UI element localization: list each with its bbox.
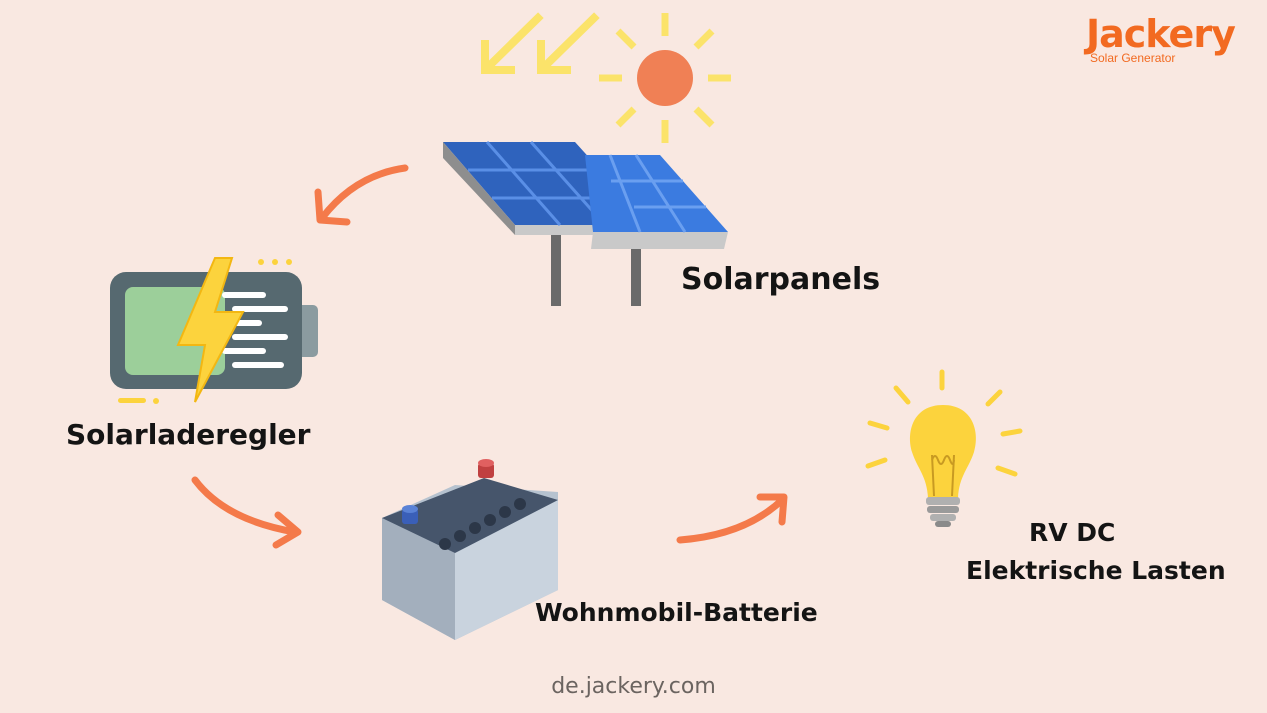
- node-label-charge-controller: Solarladeregler: [66, 418, 311, 451]
- footer-url: de.jackery.com: [551, 674, 716, 699]
- flow-arrow-2-icon: [191, 476, 302, 549]
- node-label-battery: Wohnmobil-Batterie: [535, 598, 818, 627]
- jackery-logo: Jackery Solar Generator: [1086, 12, 1236, 65]
- node-label-solar-panels: Solarpanels: [681, 262, 881, 297]
- battery-icon: [382, 459, 558, 640]
- sunlight-arrows-icon: [481, 12, 600, 74]
- flow-arrow-1-icon: [314, 164, 409, 226]
- node-label-loads-line2: Elektrische Lasten: [966, 556, 1226, 585]
- light-bulb-icon: [865, 369, 1023, 527]
- charge-controller-icon: [110, 257, 318, 404]
- node-label-loads-line1: RV DC: [1029, 518, 1116, 547]
- logo-tagline: Solar Generator: [1090, 51, 1176, 65]
- solar-panel-icon: [443, 141, 728, 306]
- logo-brand: Jackery: [1086, 12, 1236, 56]
- sun-icon: [599, 13, 731, 143]
- flow-arrow-3-icon: [676, 493, 788, 544]
